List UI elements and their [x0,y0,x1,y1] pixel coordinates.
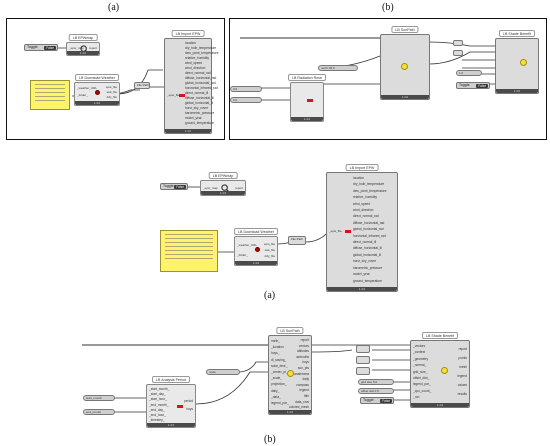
sun-icon-small [520,59,527,66]
download-weather-a[interactable]: LB Download Weather _weather_URL _folder… [74,74,120,106]
sunpath-title-b: LB SunPath [391,26,419,33]
import-outputs-list: location dry_bulb_temperature dew_point_… [353,176,387,283]
shade-inputs: _vectors _context _geometry _normal_ gri… [413,344,432,400]
file-path-middle[interactable]: File Path [288,236,306,245]
warning-indicator [345,230,351,233]
sticky-note-middle [160,230,218,272]
shade-benefit-b[interactable]: LB Shade Benefit 1.4.0 [495,30,539,94]
node-box-bottom-2[interactable] [356,356,370,364]
shade-benefit-bottom[interactable]: LB Shade Benefit _vectors _context _geom… [410,332,470,408]
toggle-middle-value: False [174,184,186,189]
caption-top-right: (b) [382,2,394,13]
status-icon [95,90,100,95]
slider-end-month[interactable]: end_month [83,409,115,415]
analysis-period-title: LB Analysis Period [152,376,190,383]
import-title-middle: LB Import EPW [345,164,379,171]
file-path-a[interactable]: File Path [134,82,150,89]
shade-title-b: LB Shade Benefit [499,30,535,37]
slider-bottom-node[interactable]: node [206,369,240,375]
sunpath-title-bottom: LB SunPath [276,327,304,334]
toggle-a[interactable]: Toggle False [24,44,58,51]
slider-offset-dist[interactable]: offset dist 0.5 [358,388,394,394]
import-epw-a[interactable]: LB Import EPW _epw_file location dry_bul… [164,30,219,134]
slider-b-1[interactable]: north 48,0 [318,65,358,71]
toggle-middle[interactable]: Toggle False [160,183,188,190]
radiation-title-b: LB Radiation Rose [288,74,326,81]
sunpath-outputs: report vectors altitudes azimuths hoys s… [288,338,309,410]
shade-title-bottom: LB Shade Benefit [422,332,458,339]
hoys-inputs: _start_month_ _start_day_ _start_hour_ _… [149,387,170,423]
slider-b-2[interactable]: 0.0 [230,86,262,92]
epwmap-output: report [89,46,97,50]
sunpath-component-b[interactable]: LB SunPath 1.4.0 [380,26,430,100]
toggle-bottom[interactable]: Toggle False [360,397,394,404]
warning-indicator [179,94,185,97]
sun-icon-shade [441,367,448,374]
analysis-period-bottom[interactable]: LB Analysis Period _start_month_ _start_… [146,376,196,428]
node-box-b-1[interactable] [453,40,463,46]
warning-indicator [177,405,183,408]
import-outputs-a: location dry_bulb_temperature dew_point_… [185,41,219,125]
node-box-bottom-1[interactable] [356,345,370,353]
slider-start-month[interactable]: start_month [83,395,115,401]
sun-icon-bottom [287,370,294,377]
node-box-bottom-3[interactable] [356,367,370,375]
sun-icon [401,63,408,70]
epwmap-input: _epw_map [69,46,84,50]
epwmap-title-middle: LB EPWmap [208,172,238,179]
panel-b-frame [229,18,547,140]
import-epw-middle[interactable]: LB Import EPW _epw_file location dry_bul… [326,164,398,292]
toggle-a-value: False [44,45,56,50]
download-title-middle: LB Download Weather [234,228,278,235]
warning-indicator [307,99,313,102]
download-title-a: LB Download Weather [75,74,119,81]
sunpath-inputs: north_ _location hoys_ dl_saving_ solar_… [271,339,289,406]
hoys-outputs: period hoys [184,399,193,411]
slider-grid-size[interactable]: grid size 5.0 [358,379,394,385]
epwmap-title: LB EPWmap [68,34,98,41]
sticky-note-a [30,80,70,110]
sunpath-component-bottom[interactable]: LB SunPath north_ _location hoys_ dl_sav… [268,327,312,415]
import-title-a: LB Import EPW [171,30,205,37]
node-box-b-2[interactable] [453,50,463,56]
caption-middle: (a) [264,290,276,301]
caption-top-left: (a) [108,2,120,13]
epwmap-component-middle[interactable]: LB EPWmap _epw_map report 1.4.0 [200,172,246,196]
epwmap-component-a[interactable]: LB EPWmap _epw_map report 1.4.0 [66,34,100,56]
analysis-period-b[interactable]: LB Radiation Rose 1.4.0 [288,74,326,122]
shade-outputs: report points mesh legend values results [457,347,467,396]
panel-a-frame [6,18,225,140]
caption-bottom: (b) [264,434,276,445]
slider-b-4[interactable]: 1.0 [456,70,482,76]
status-icon [255,247,260,252]
toggle-b[interactable]: Toggle False [456,82,490,89]
slider-b-3[interactable]: 0,0 [230,97,262,103]
download-weather-middle[interactable]: LB Download Weather _weather_URL _folder… [234,228,278,266]
